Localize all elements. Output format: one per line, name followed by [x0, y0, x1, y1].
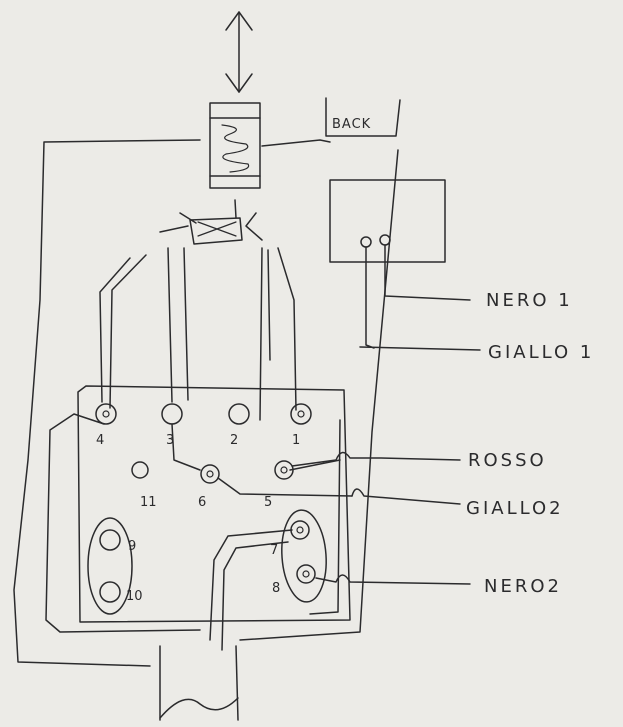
terminal-10: 10 — [99, 581, 143, 604]
double-arrow-icon — [225, 11, 253, 93]
svg-text:9: 9 — [128, 539, 136, 554]
svg-text:8: 8 — [272, 581, 280, 596]
svg-text:2: 2 — [230, 433, 238, 448]
label-nero1: NERO 1 — [486, 290, 573, 311]
back-box: BACK — [325, 97, 401, 137]
output-wires — [239, 149, 471, 641]
back-label: BACK — [332, 117, 371, 132]
label-giallo2: GIALLO2 — [466, 498, 564, 519]
terminal-4: 4 — [95, 403, 117, 448]
terminal-2: 2 — [228, 403, 250, 448]
spring-actuator — [209, 102, 261, 189]
label-rosso: ROSSO — [468, 450, 547, 471]
terminal-6: 6 — [198, 464, 220, 510]
relay-feed-wires — [99, 247, 297, 421]
contact-block — [159, 199, 263, 245]
label-nero2: NERO2 — [484, 576, 562, 597]
svg-text:10: 10 — [126, 589, 143, 604]
outer-wire — [13, 139, 331, 667]
svg-text:1: 1 — [292, 433, 300, 448]
svg-text:6: 6 — [198, 495, 206, 510]
svg-text:4: 4 — [96, 433, 104, 448]
svg-text:5: 5 — [264, 495, 272, 510]
svg-text:7: 7 — [270, 543, 278, 558]
cable — [159, 645, 239, 721]
terminal-9: 9 — [99, 529, 136, 554]
terminal-8: 8 — [272, 564, 316, 596]
label-giallo1: GIALLO 1 — [488, 342, 594, 363]
svg-text:11: 11 — [140, 495, 157, 510]
terminal-1: 1 — [290, 403, 312, 448]
relay-base — [77, 385, 351, 623]
terminal-pair-loops — [87, 509, 327, 615]
svg-text:3: 3 — [166, 433, 174, 448]
internal-links — [45, 413, 353, 651]
terminal-11: 11 — [131, 461, 157, 510]
